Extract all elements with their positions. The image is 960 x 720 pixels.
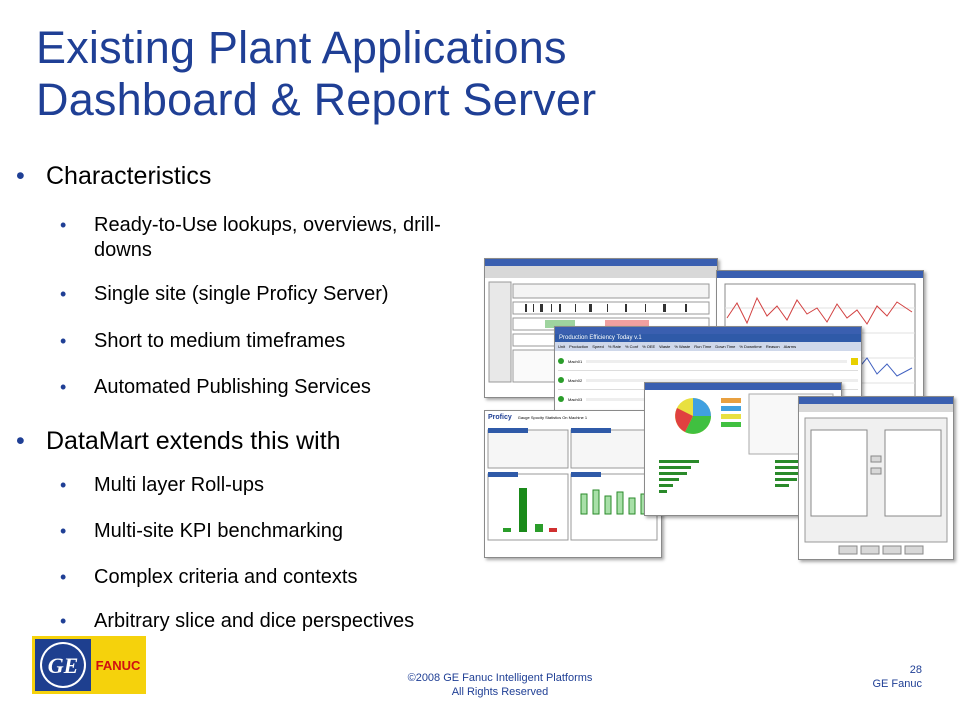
bullet-dot-icon: •	[60, 215, 67, 235]
title-line-2: Dashboard & Report Server	[36, 74, 597, 125]
copyright-notice: ©2008 GE Fanuc Intelligent Platforms All…	[330, 671, 670, 699]
company-name: GE Fanuc	[872, 678, 922, 690]
production-table-header: Unit Production Speed % Rate % Conf % OE…	[555, 342, 861, 351]
sub-bullet: • Ready-to-Use lookups, overviews, drill…	[60, 213, 441, 237]
bullet-text: Short to medium timeframes	[94, 330, 346, 352]
fanuc-wordmark: FANUC	[96, 658, 141, 673]
bullet-datamart: • DataMart extends this with	[16, 427, 341, 456]
window-titlebar	[555, 327, 861, 334]
bullet-text: DataMart extends this with	[46, 427, 341, 455]
ge-monogram: GE	[48, 653, 79, 678]
bullet-dot-icon: •	[16, 162, 25, 190]
page-footer: 28 GE Fanuc	[872, 663, 922, 691]
bullet-characteristics: • Characteristics	[16, 162, 212, 191]
analysis-options-screenshot	[798, 396, 954, 560]
production-title: Production Efficiency Today v.1	[555, 334, 861, 342]
sub-bullet: • Short to medium timeframes	[60, 329, 346, 353]
window-toolbar	[485, 266, 717, 278]
bullet-text: Multi-site KPI benchmarking	[94, 520, 343, 542]
window-titlebar	[717, 271, 923, 278]
screenshot-collage: Production Efficiency Today v.1 Unit Pro…	[484, 258, 954, 560]
options-dialog	[804, 417, 948, 555]
sub-bullet-continuation: downs	[94, 238, 152, 262]
window-titlebar	[645, 383, 841, 390]
bullet-text: Multi layer Roll-ups	[94, 474, 265, 496]
table-row: Mach01	[558, 352, 858, 371]
slide-title: Existing Plant Applications Dashboard & …	[36, 22, 936, 126]
sub-bullet: • Arbitrary slice and dice perspectives	[60, 609, 415, 633]
window-titlebar	[485, 259, 717, 266]
sub-bullet: • Automated Publishing Services	[60, 375, 371, 399]
sub-bullet: • Multi-site KPI benchmarking	[60, 519, 343, 543]
bullet-dot-icon: •	[60, 521, 67, 541]
bullet-text: Arbitrary slice and dice perspectives	[94, 610, 415, 632]
bullet-text: Ready-to-Use lookups, overviews, drill-	[94, 214, 441, 236]
bullet-text: Complex criteria and contexts	[94, 566, 358, 588]
bullet-text: Automated Publishing Services	[94, 376, 371, 398]
sub-bullet: • Single site (single Proficy Server)	[60, 282, 389, 306]
alarm-icon	[851, 357, 858, 365]
ge-fanuc-logo: GE FANUC	[32, 636, 146, 694]
status-dot-icon	[558, 358, 564, 364]
bullet-dot-icon: •	[60, 611, 67, 631]
window-titlebar	[799, 397, 953, 404]
bullet-text: downs	[94, 239, 152, 261]
rights-line: All Rights Reserved	[451, 686, 549, 698]
bullet-dot-icon: •	[60, 377, 67, 397]
status-dot-icon	[558, 396, 564, 402]
bullet-dot-icon: •	[60, 331, 67, 351]
sub-bullet: • Multi layer Roll-ups	[60, 473, 265, 497]
report-content	[487, 428, 658, 541]
report-screenshot: Proficy Gauge Spocity Statistics On Mach…	[484, 410, 662, 558]
bullet-text: Single site (single Proficy Server)	[94, 283, 389, 305]
bullet-dot-icon: •	[60, 284, 67, 304]
status-dot-icon	[558, 377, 564, 383]
copyright-line: ©2008 GE Fanuc Intelligent Platforms	[407, 672, 593, 684]
bullet-text: Characteristics	[46, 162, 212, 190]
bullet-dot-icon: •	[60, 475, 67, 495]
sub-bullet: • Complex criteria and contexts	[60, 565, 358, 589]
page-number: 28	[909, 664, 922, 676]
logo-mark: GE FANUC	[32, 636, 146, 694]
report-header: Proficy Gauge Spocity Statistics On Mach…	[488, 414, 588, 421]
title-line-1: Existing Plant Applications	[36, 22, 567, 73]
tab-strip	[799, 404, 953, 412]
bullet-dot-icon: •	[16, 427, 25, 455]
bullet-dot-icon: •	[60, 567, 67, 587]
